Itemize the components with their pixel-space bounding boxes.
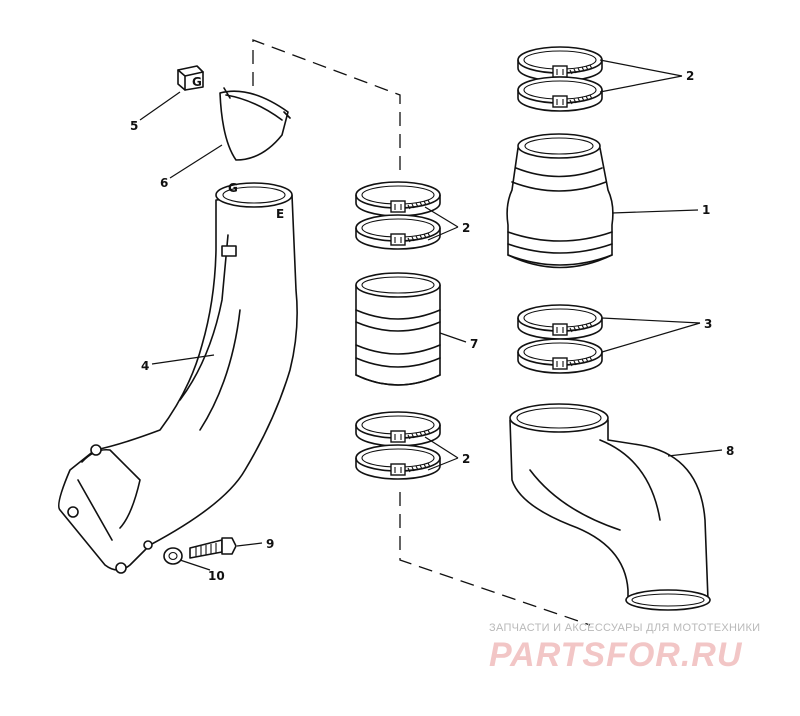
part-2-clamp-pair-lower: [355, 411, 441, 480]
label-1: 1: [702, 203, 710, 217]
part-10-washer: [163, 547, 183, 565]
watermark-caption: ЗАПЧАСТИ И АКСЕССУАРЫ ДЛЯ МОТОТЕХНИКИ: [489, 622, 761, 634]
label-10: 10: [208, 569, 225, 583]
label-2-top: 2: [686, 69, 694, 83]
part-2-clamp-pair-upper: [355, 181, 441, 250]
leader-lines: [139, 59, 723, 571]
part-5-cap: G: [177, 65, 204, 91]
label-4: 4: [141, 359, 149, 373]
part-7-bellows-hose: [355, 272, 441, 386]
watermark-logo: PARTSFOR.RU: [489, 636, 743, 674]
label-2-lower: 2: [462, 452, 470, 466]
label-6: 6: [160, 176, 168, 190]
part-1-bellows-coupler: [506, 133, 614, 269]
part-6-elbow-cover: [219, 87, 291, 161]
alignment-dashed-line: [252, 39, 591, 626]
pipe-letter-right: E: [276, 207, 284, 221]
callout-labels: 5 6 4 10 9 2 7 2 2 1 3 8: [130, 69, 734, 583]
cap-letter-mark: G: [192, 75, 202, 89]
label-7: 7: [470, 337, 478, 351]
label-3: 3: [704, 317, 712, 331]
part-8-outlet-elbow: [509, 403, 711, 611]
part-9-bolt: [189, 537, 237, 559]
part-3-clamp-pair: [517, 304, 603, 374]
part-4-exhaust-elbow: G E: [57, 181, 298, 574]
part-2-clamp-pair-right: [517, 46, 603, 112]
label-9: 9: [266, 537, 274, 551]
label-2-upper: 2: [462, 221, 470, 235]
pipe-letter-left: G: [228, 181, 238, 195]
label-5: 5: [130, 119, 138, 133]
label-8: 8: [726, 444, 734, 458]
